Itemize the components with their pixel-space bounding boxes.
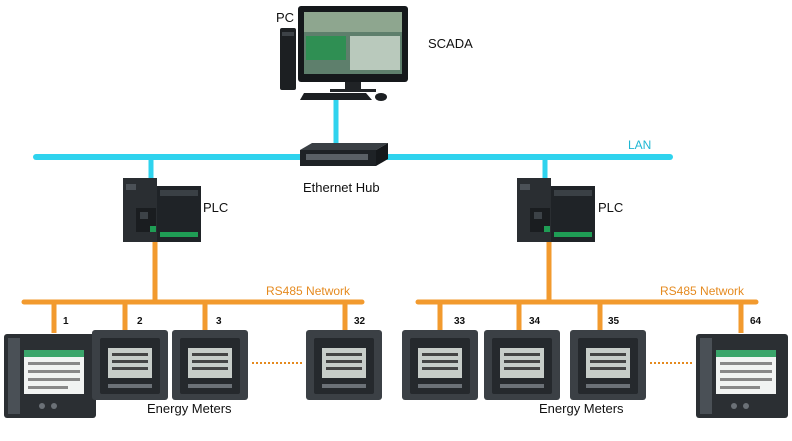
meter-number-33: 33 (454, 316, 466, 327)
energy-meter-3-icon (172, 330, 248, 400)
meter-number-1: 1 (63, 316, 69, 327)
keyboard-icon (300, 93, 372, 100)
ethernet-hub-icon (300, 143, 388, 166)
meter-number-64: 64 (750, 316, 762, 327)
energy-meter-2-icon (92, 330, 168, 400)
meter-number-32: 32 (354, 316, 366, 327)
energy-meter-35-icon (570, 330, 646, 400)
meter-number-34: 34 (529, 316, 541, 327)
left-energy-meters-label: Energy Meters (147, 401, 232, 416)
meter-number-35: 35 (608, 316, 620, 327)
right-rs485-label: RS485 Network (660, 284, 745, 298)
right-energy-meters-label: Energy Meters (539, 401, 624, 416)
right-meters-ellipsis (650, 362, 692, 364)
energy-meter-33-icon (402, 330, 478, 400)
pc-tower-icon (280, 28, 296, 90)
energy-meter-34-icon (484, 330, 560, 400)
left-plc-icon (123, 178, 201, 242)
left-rs485-label: RS485 Network (266, 284, 351, 298)
meter-number-2: 2 (137, 316, 143, 327)
lan-label: LAN (628, 138, 652, 152)
energy-meter-32-icon (306, 330, 382, 400)
monitor-icon (298, 6, 408, 92)
energy-meter-1-icon (4, 334, 96, 418)
right-plc-label: PLC (598, 200, 624, 215)
meter-number-3: 3 (216, 316, 222, 327)
right-plc-icon (517, 178, 595, 242)
left-plc-label: PLC (203, 200, 229, 215)
scada-label: SCADA (428, 36, 473, 51)
ethernet-hub-label: Ethernet Hub (303, 180, 380, 195)
energy-meter-64-icon (696, 334, 788, 418)
left-meters-ellipsis (252, 362, 302, 364)
mouse-icon (375, 93, 387, 101)
pc-label: PC (276, 10, 295, 25)
